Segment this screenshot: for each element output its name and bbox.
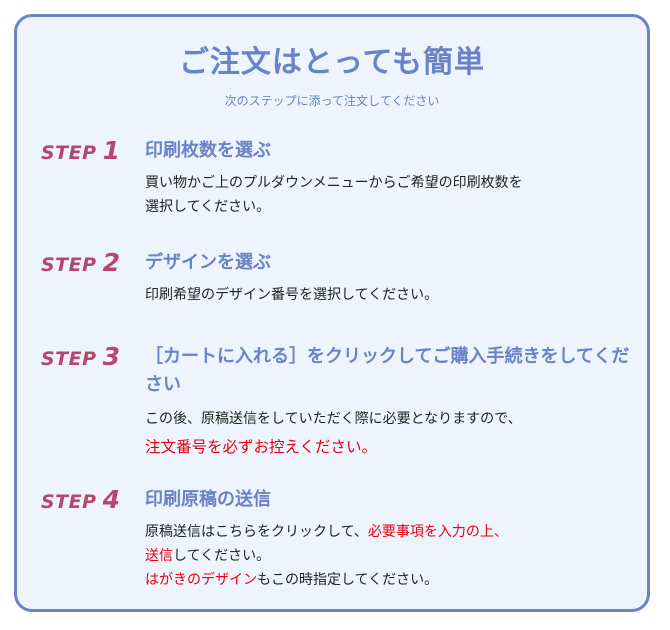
step-word: STEP	[41, 491, 97, 513]
step-1-heading: 印刷枚数を選ぶ	[145, 140, 271, 161]
step-4-text: してください。	[173, 548, 271, 564]
step-number: 2	[102, 248, 120, 277]
step-3-body: この後、原稿送信をしていただく際に必要となりますので、 注文番号を必ずお控えくだ…	[145, 407, 635, 459]
step-4-body: 原稿送信はこちらをクリックして、必要事項を入力の上、 送信してください。 はがき…	[145, 520, 635, 592]
step-number: 4	[102, 485, 120, 514]
step-2-heading: デザインを選ぶ	[145, 252, 271, 273]
page-title: ご注文はとっても簡単	[178, 45, 486, 80]
step-3-heading[interactable]: ［カートに入れる］をクリックしてご購入手続きをしてください	[145, 346, 630, 395]
step-2-body-line: 印刷希望のデザイン番号を選択してください。	[145, 287, 439, 303]
step-4-heading: 印刷原稿の送信	[145, 489, 271, 510]
postcard-design-note: はがきのデザイン	[145, 572, 257, 588]
send-note: 送信	[145, 548, 173, 564]
step-word: STEP	[41, 348, 97, 370]
step-1-body-line: 買い物かご上のプルダウンメニューからご希望の印刷枚数を	[145, 175, 523, 191]
step-4-body-line: 送信してください。	[145, 544, 635, 568]
step-4-body-line: はがきのデザインもこの時指定してください。	[145, 568, 635, 592]
step-1-body: 買い物かご上のプルダウンメニューからご希望の印刷枚数を 選択してください。	[145, 171, 635, 219]
step-word: STEP	[41, 142, 97, 164]
step-number: 1	[102, 136, 120, 165]
step-number: 3	[102, 342, 120, 371]
step-2-body: 印刷希望のデザイン番号を選択してください。	[145, 283, 635, 307]
step-3-body-line: この後、原稿送信をしていただく際に必要となりますので、	[145, 411, 522, 427]
order-number-warning: 注文番号を必ずお控えください。	[145, 438, 378, 456]
manuscript-submit-link[interactable]: 原稿送信はこちらをクリックして、	[145, 524, 368, 540]
step-1-body-line: 選択してください。	[145, 199, 271, 215]
required-fields-note: 必要事項を入力の上、	[367, 524, 508, 540]
step-4-body-line: 原稿送信はこちらをクリックして、必要事項を入力の上、	[145, 520, 635, 544]
step-word: STEP	[41, 254, 97, 276]
page-subtitle: 次のステップに添って注文してください	[224, 94, 440, 108]
step-4-text: もこの時指定してください。	[257, 572, 439, 588]
